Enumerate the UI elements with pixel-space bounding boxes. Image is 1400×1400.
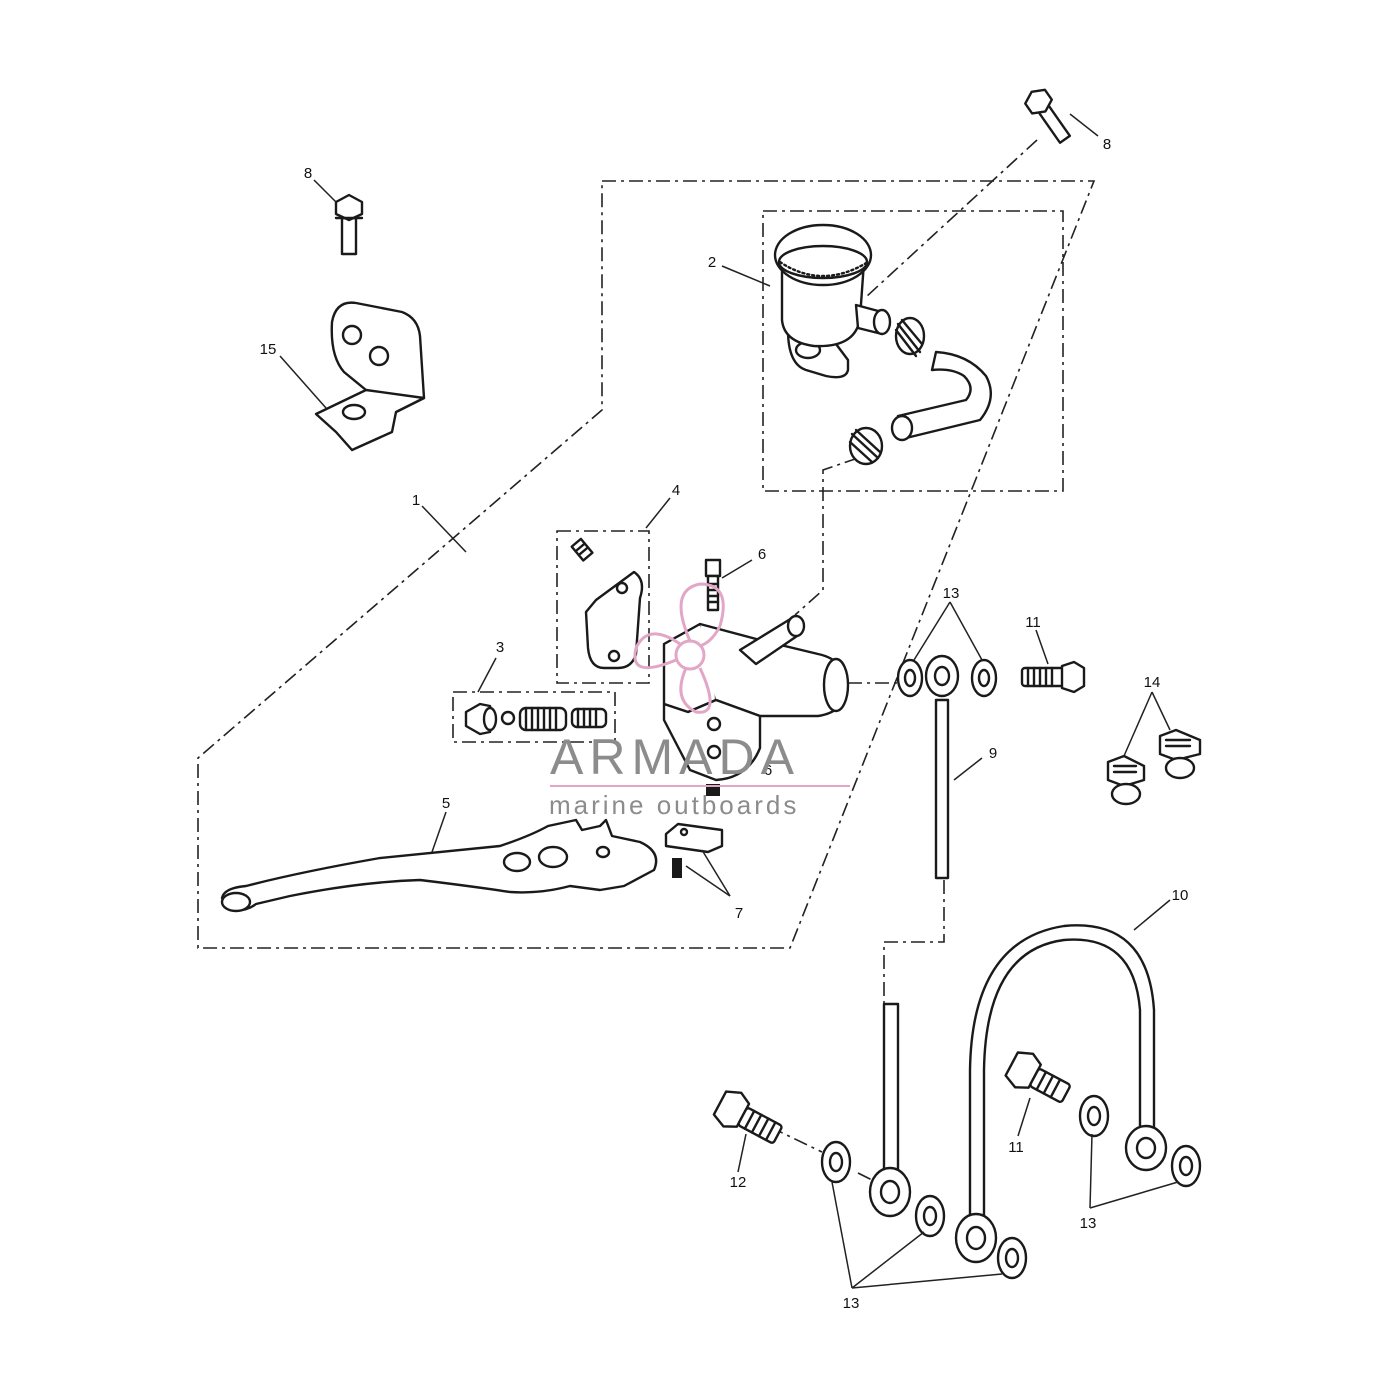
- callout-14: 14: [1144, 674, 1161, 691]
- callout-13-upper: 13: [943, 585, 960, 602]
- lower-hose-assembly: [868, 924, 1168, 1264]
- callout-11-upper: 11: [1025, 614, 1041, 631]
- watermark-subtitle: marine outboards: [549, 790, 799, 820]
- clamp-4: [570, 537, 644, 670]
- switch-7: [664, 822, 724, 878]
- callout-3: 3: [496, 639, 504, 656]
- hose-clip-lower: [848, 426, 884, 466]
- reservoir-2-boundary: [762, 210, 1064, 492]
- bolt-8-upper-left: [334, 193, 364, 256]
- banjo-bolt-12: [712, 1090, 783, 1144]
- callout-15: 15: [260, 341, 277, 358]
- callout-8-right: 8: [1103, 136, 1111, 153]
- banjo-washers-13-upper: [896, 658, 998, 698]
- brake-hose-9: [924, 654, 960, 880]
- callout-7: 7: [735, 905, 743, 922]
- hose-clips-14: [1106, 728, 1202, 806]
- callout-12: 12: [730, 1174, 747, 1191]
- callout-13-lower-left: 13: [843, 1295, 860, 1312]
- callout-labels: 8 8 15 2 1 4 6 6 3 5 7 13 11 14 9 10 11 …: [260, 136, 1189, 1312]
- clamp-screw: [570, 537, 594, 562]
- banjo-bolt-11-upper: [1020, 660, 1086, 694]
- callout-10: 10: [1172, 887, 1189, 904]
- reservoir-2: [773, 223, 992, 466]
- callout-2: 2: [708, 254, 716, 271]
- callout-8-left: 8: [304, 165, 312, 182]
- bolt-8-upper-right: [1024, 88, 1072, 144]
- banjo-bolt-11-lower: [1004, 1051, 1071, 1103]
- lever-5: [220, 818, 658, 913]
- watermark-title: ARMADA: [550, 729, 800, 785]
- callout-11-lower: 11: [1008, 1139, 1024, 1156]
- callout-6-lower: 6: [764, 762, 772, 779]
- piston-kit-3: [464, 702, 608, 736]
- callout-5: 5: [442, 795, 450, 812]
- callout-6-upper: 6: [758, 546, 766, 563]
- leader-lines: [279, 113, 1179, 1289]
- hose-clip-upper: [894, 316, 926, 358]
- callout-1: 1: [412, 492, 420, 509]
- bracket-15: [314, 301, 426, 452]
- watermark: ARMADA marine outboards: [549, 582, 850, 820]
- assembly-boundaries: [197, 139, 1096, 1181]
- screw-6-upper: [704, 558, 722, 612]
- banjo-washers-13-lower: [820, 1094, 1202, 1280]
- piston-kit-3-boundary: [452, 691, 616, 743]
- callout-9: 9: [989, 745, 997, 762]
- callout-4: 4: [672, 482, 680, 499]
- assembly-1-boundary: [197, 180, 1096, 949]
- clamp-4-boundary: [556, 530, 650, 684]
- propeller-logo-icon: [633, 582, 725, 714]
- callout-13-lower-right: 13: [1080, 1215, 1097, 1232]
